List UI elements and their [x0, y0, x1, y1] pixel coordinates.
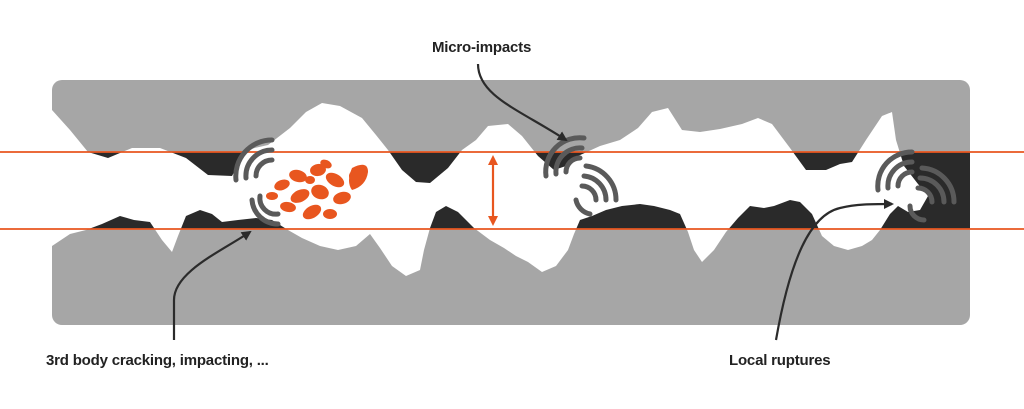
local-ruptures-arrow: [774, 199, 894, 341]
micro-impacts-arrow: [476, 63, 568, 142]
local-ruptures-label: Local ruptures: [729, 352, 831, 369]
third-body-label: 3rd body cracking, impacting, ...: [46, 352, 269, 369]
impact-waves-center: [543, 135, 619, 217]
impact-waves-right: [875, 149, 957, 223]
third-body-particles: [266, 159, 368, 220]
impact-waves-left: [233, 137, 281, 227]
third-body-arrow: [172, 230, 252, 340]
micro-impacts-label: Micro-impacts: [432, 39, 532, 56]
